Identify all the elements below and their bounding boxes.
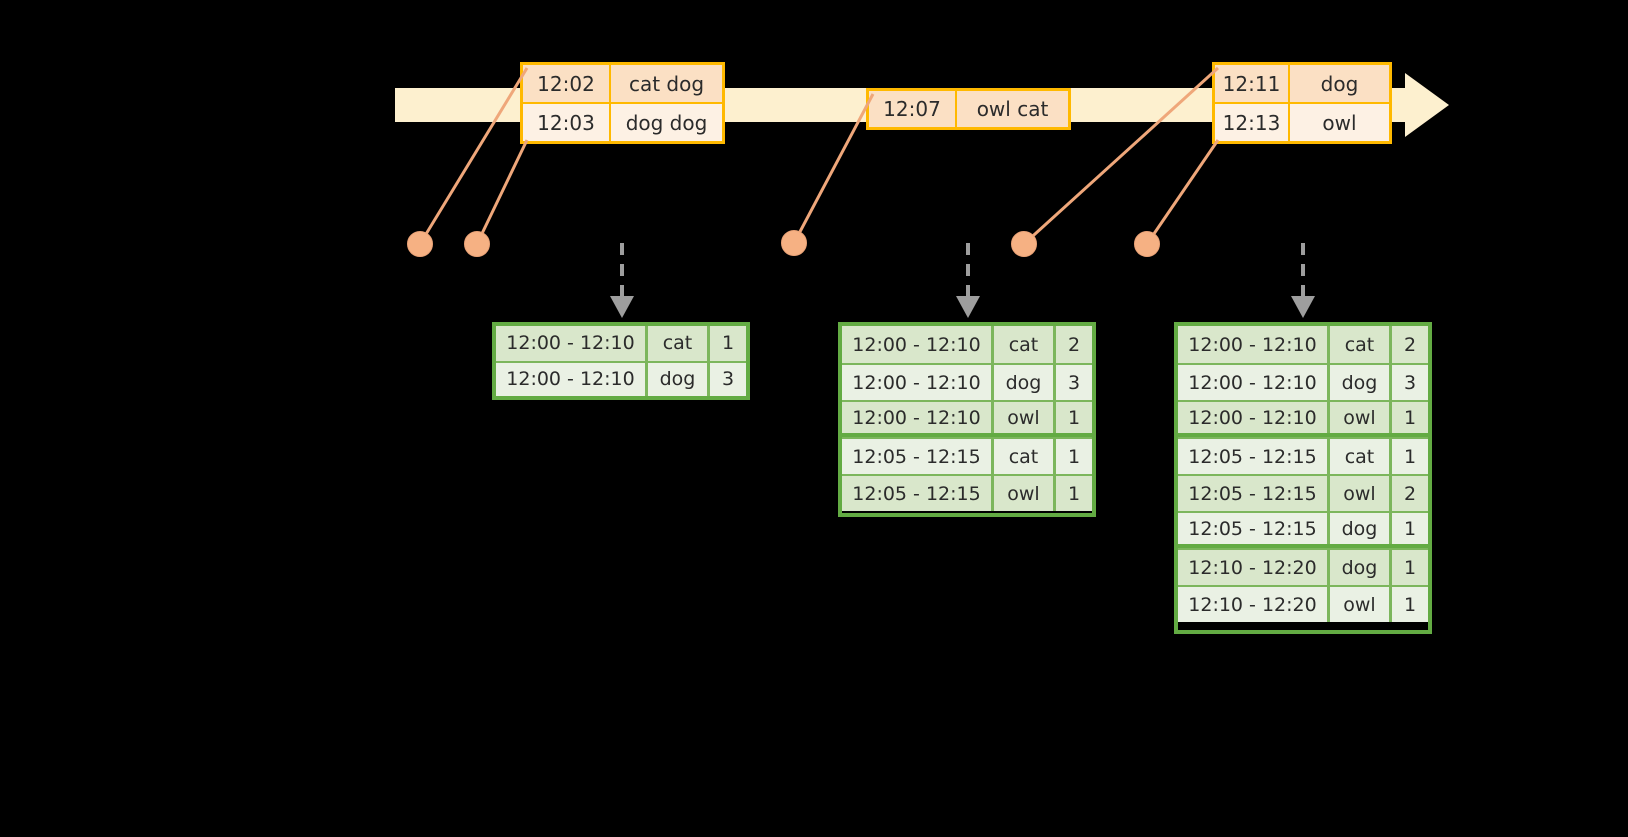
cell-count: 2 — [1403, 482, 1417, 505]
cell-key: owl — [1330, 587, 1392, 622]
event-dot — [1011, 231, 1037, 257]
event-group-2: 12:07 owl cat — [866, 88, 1071, 130]
cell-window: 12:10 - 12:20 — [1178, 587, 1330, 622]
event-time: 12:13 — [1215, 104, 1290, 141]
cell-count: 1 — [1067, 445, 1081, 468]
result-table-2: 12:00 - 12:10 cat 2 12:00 - 12:10 dog 3 … — [838, 322, 1096, 517]
table-row: 12:05 - 12:15 cat 1 — [1178, 437, 1428, 474]
table-row: 12:00 - 12:10 cat 2 — [842, 326, 1092, 363]
cell-window: 12:10 - 12:20 — [1178, 550, 1330, 585]
cell-count: 1 — [721, 332, 735, 355]
event-group-3: 12:11 dog 12:13 owl — [1212, 62, 1392, 144]
result-table-1: 12:00 - 12:10 cat 1 12:00 - 12:10 dog 3 — [492, 322, 750, 400]
cell-count: 3 — [1067, 371, 1081, 394]
cell-window: 12:05 - 12:15 — [1178, 513, 1330, 544]
cell-key: owl — [1330, 476, 1392, 511]
event-time: 12:07 — [869, 91, 957, 127]
time-axis-arrow — [1405, 73, 1449, 137]
table-row: 12:05 - 12:15 owl 2 — [1178, 474, 1428, 511]
event-row: 12:03 dog dog — [523, 102, 722, 141]
event-time: 12:11 — [1215, 65, 1290, 102]
cell-window: 12:00 - 12:10 — [842, 326, 994, 363]
event-row: 12:13 owl — [1215, 102, 1389, 141]
table-row: 12:00 - 12:10 owl 1 — [842, 400, 1092, 437]
cell-key: dog — [1330, 550, 1392, 585]
cell-key: owl — [1330, 402, 1392, 433]
cell-key: cat — [648, 326, 710, 361]
cell-key: dog — [994, 365, 1056, 400]
table-row: 12:00 - 12:10 owl 1 — [1178, 400, 1428, 437]
cell-count: 2 — [1067, 333, 1081, 356]
cell-window: 12:05 - 12:15 — [842, 439, 994, 474]
event-text: owl cat — [976, 97, 1049, 121]
cell-window: 12:00 - 12:10 — [842, 402, 994, 433]
event-dot — [1134, 231, 1160, 257]
table-row: 12:05 - 12:15 owl 1 — [842, 474, 1092, 511]
cell-window: 12:00 - 12:10 — [496, 326, 648, 361]
result-table-3: 12:00 - 12:10 cat 2 12:00 - 12:10 dog 3 … — [1174, 322, 1432, 634]
table-row: 12:05 - 12:15 dog 1 — [1178, 511, 1428, 548]
event-row: 12:07 owl cat — [869, 91, 1068, 127]
event-time: 12:03 — [523, 104, 611, 141]
cell-key: dog — [1330, 513, 1392, 544]
dashed-arrow-head — [610, 296, 634, 318]
cell-count: 1 — [1403, 556, 1417, 579]
cell-count: 1 — [1403, 517, 1417, 540]
event-group-1: 12:02 cat dog 12:03 dog dog — [520, 62, 725, 144]
cell-key: cat — [1330, 439, 1392, 474]
cell-key: dog — [1330, 365, 1392, 400]
table-row: 12:00 - 12:10 dog 3 — [1178, 363, 1428, 400]
cell-count: 1 — [1067, 406, 1081, 429]
cell-count: 1 — [1067, 482, 1081, 505]
cell-count: 2 — [1403, 333, 1417, 356]
cell-key: cat — [1330, 326, 1392, 363]
event-row: 12:02 cat dog — [523, 65, 722, 102]
cell-window: 12:00 - 12:10 — [1178, 365, 1330, 400]
connector-line — [475, 139, 529, 245]
cell-key: cat — [994, 326, 1056, 363]
cell-count: 1 — [1403, 593, 1417, 616]
cell-window: 12:00 - 12:10 — [496, 362, 648, 396]
event-text: owl — [1322, 110, 1357, 135]
cell-window: 12:00 - 12:10 — [1178, 326, 1330, 363]
dashed-arrow-head — [1291, 296, 1315, 318]
cell-window: 12:00 - 12:10 — [1178, 402, 1330, 433]
cell-window: 12:00 - 12:10 — [842, 365, 994, 400]
cell-key: owl — [994, 402, 1056, 433]
table-row: 12:05 - 12:15 cat 1 — [842, 437, 1092, 474]
cell-count: 3 — [1403, 371, 1417, 394]
event-dot — [464, 231, 490, 257]
cell-key: owl — [994, 476, 1056, 511]
cell-count: 3 — [721, 368, 735, 391]
cell-window: 12:05 - 12:15 — [842, 476, 994, 511]
cell-count: 1 — [1403, 445, 1417, 468]
event-text: dog — [1320, 71, 1359, 96]
event-dot — [407, 231, 433, 257]
table-row: 12:00 - 12:10 cat 1 — [496, 326, 746, 361]
event-text: dog dog — [625, 110, 708, 135]
connector-line — [1145, 139, 1220, 245]
table-row: 12:10 - 12:20 dog 1 — [1178, 548, 1428, 585]
cell-window: 12:05 - 12:15 — [1178, 439, 1330, 474]
table-row: 12:10 - 12:20 owl 1 — [1178, 585, 1428, 622]
event-text: cat dog — [628, 71, 705, 96]
cell-window: 12:05 - 12:15 — [1178, 476, 1330, 511]
event-dot — [781, 230, 807, 256]
table-row: 12:00 - 12:10 dog 3 — [496, 360, 746, 396]
event-time: 12:02 — [523, 65, 611, 102]
event-row: 12:11 dog — [1215, 65, 1389, 102]
cell-key: cat — [994, 439, 1056, 474]
cell-count: 1 — [1403, 406, 1417, 429]
table-row: 12:00 - 12:10 dog 3 — [842, 363, 1092, 400]
table-row: 12:00 - 12:10 cat 2 — [1178, 326, 1428, 363]
cell-key: dog — [648, 362, 710, 396]
dashed-arrow-head — [956, 296, 980, 318]
